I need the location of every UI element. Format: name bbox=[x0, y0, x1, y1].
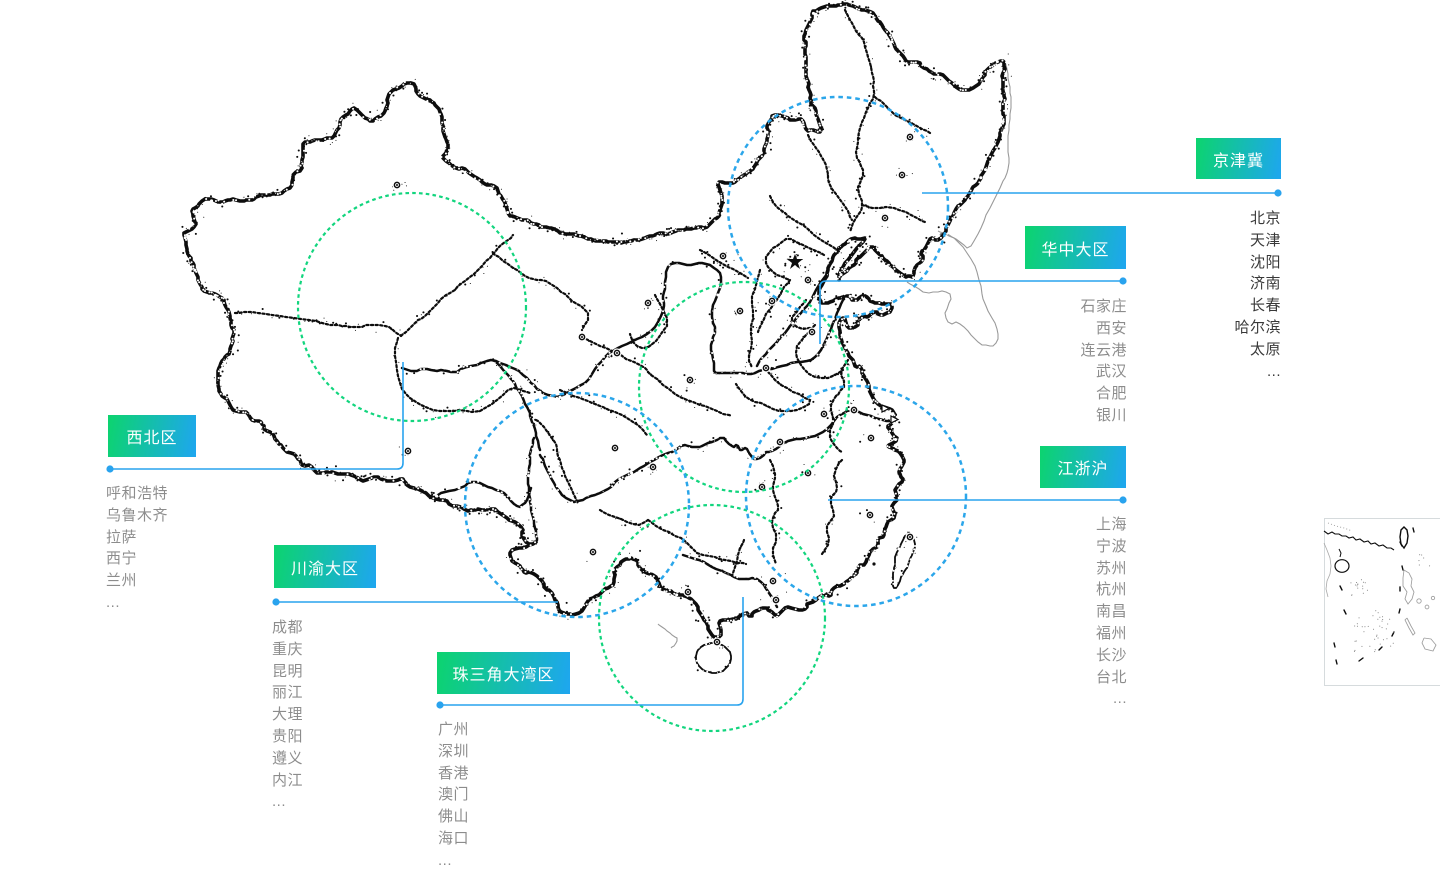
city-item: 沈阳 bbox=[1234, 252, 1281, 274]
city-list-xibei: 呼和浩特乌鲁木齐拉萨西宁兰州... bbox=[106, 483, 168, 614]
city-item: 杭州 bbox=[1096, 579, 1127, 601]
region-button-huazhong[interactable]: 华中大区 bbox=[1025, 226, 1126, 269]
city-item: 上海 bbox=[1096, 514, 1127, 536]
city-item: 香港 bbox=[438, 763, 469, 785]
city-item: 拉萨 bbox=[106, 527, 168, 549]
city-item: 银川 bbox=[1080, 405, 1127, 427]
city-list-ellipsis: ... bbox=[438, 850, 469, 872]
city-item: 太原 bbox=[1234, 339, 1281, 361]
connector-dot-jiangzhehu bbox=[1119, 496, 1126, 503]
city-item: 丽江 bbox=[272, 682, 303, 704]
city-item: 苏州 bbox=[1096, 558, 1127, 580]
city-item: 哈尔滨 bbox=[1234, 317, 1281, 339]
city-item: 天津 bbox=[1234, 230, 1281, 252]
city-item: 广州 bbox=[438, 719, 469, 741]
region-button-jiangzhehu[interactable]: 江浙沪 bbox=[1040, 446, 1126, 488]
city-list-jiangzhehu: 上海宁波苏州杭州南昌福州长沙台北... bbox=[1096, 514, 1127, 710]
city-item: 武汉 bbox=[1080, 361, 1127, 383]
city-item: 福州 bbox=[1096, 623, 1127, 645]
connector-dot-jingjinji bbox=[1274, 189, 1281, 196]
city-item: 大理 bbox=[272, 704, 303, 726]
city-item: 西安 bbox=[1080, 318, 1127, 340]
city-item: 遵义 bbox=[272, 748, 303, 770]
city-item: 合肥 bbox=[1080, 383, 1127, 405]
city-item: 北京 bbox=[1234, 208, 1281, 230]
city-item: 重庆 bbox=[272, 639, 303, 661]
city-item: 长春 bbox=[1234, 295, 1281, 317]
city-list-ellipsis: ... bbox=[272, 791, 303, 813]
city-item: 宁波 bbox=[1096, 536, 1127, 558]
city-item: 呼和浩特 bbox=[106, 483, 168, 505]
city-item: 济南 bbox=[1234, 273, 1281, 295]
city-item: 贵阳 bbox=[272, 726, 303, 748]
connector-dot-chuanyu bbox=[272, 598, 279, 605]
city-list-zhusanjiao: 广州深圳香港澳门佛山海口... bbox=[438, 719, 469, 872]
city-item: 石家庄 bbox=[1080, 296, 1127, 318]
city-item: 乌鲁木齐 bbox=[106, 505, 168, 527]
city-item: 海口 bbox=[438, 828, 469, 850]
city-list-ellipsis: ... bbox=[1234, 361, 1281, 383]
connector-dot-huazhong bbox=[1119, 277, 1126, 284]
connector-dot-xibei bbox=[106, 465, 113, 472]
region-button-chuanyu[interactable]: 川渝大区 bbox=[274, 545, 376, 588]
city-item: 南昌 bbox=[1096, 601, 1127, 623]
city-item: 连云港 bbox=[1080, 340, 1127, 362]
city-list-ellipsis: ... bbox=[106, 592, 168, 614]
province-borders bbox=[235, 10, 930, 576]
city-item: 昆明 bbox=[272, 661, 303, 683]
city-item: 深圳 bbox=[438, 741, 469, 763]
city-item: 成都 bbox=[272, 617, 303, 639]
foreign-borders bbox=[658, 62, 1011, 648]
south-china-sea-inset bbox=[1324, 519, 1440, 686]
city-item: 台北 bbox=[1096, 667, 1127, 689]
region-button-jingjinji[interactable]: 京津冀 bbox=[1196, 138, 1281, 179]
city-item: 内江 bbox=[272, 770, 303, 792]
city-item: 佛山 bbox=[438, 806, 469, 828]
city-list-huazhong: 石家庄西安连云港武汉合肥银川 bbox=[1080, 296, 1127, 427]
connector-dot-zhusanjiao bbox=[436, 701, 443, 708]
city-item: 西宁 bbox=[106, 548, 168, 570]
city-list-chuanyu: 成都重庆昆明丽江大理贵阳遵义内江... bbox=[272, 617, 303, 813]
city-list-jingjinji: 北京天津沈阳济南长春哈尔滨太原... bbox=[1234, 208, 1281, 382]
city-item: 澳门 bbox=[438, 784, 469, 806]
region-button-zhusanjiao[interactable]: 珠三角大湾区 bbox=[437, 652, 570, 694]
city-item: 长沙 bbox=[1096, 645, 1127, 667]
region-button-xibei[interactable]: 西北区 bbox=[108, 415, 196, 457]
city-list-ellipsis: ... bbox=[1096, 688, 1127, 710]
city-item: 兰州 bbox=[106, 570, 168, 592]
